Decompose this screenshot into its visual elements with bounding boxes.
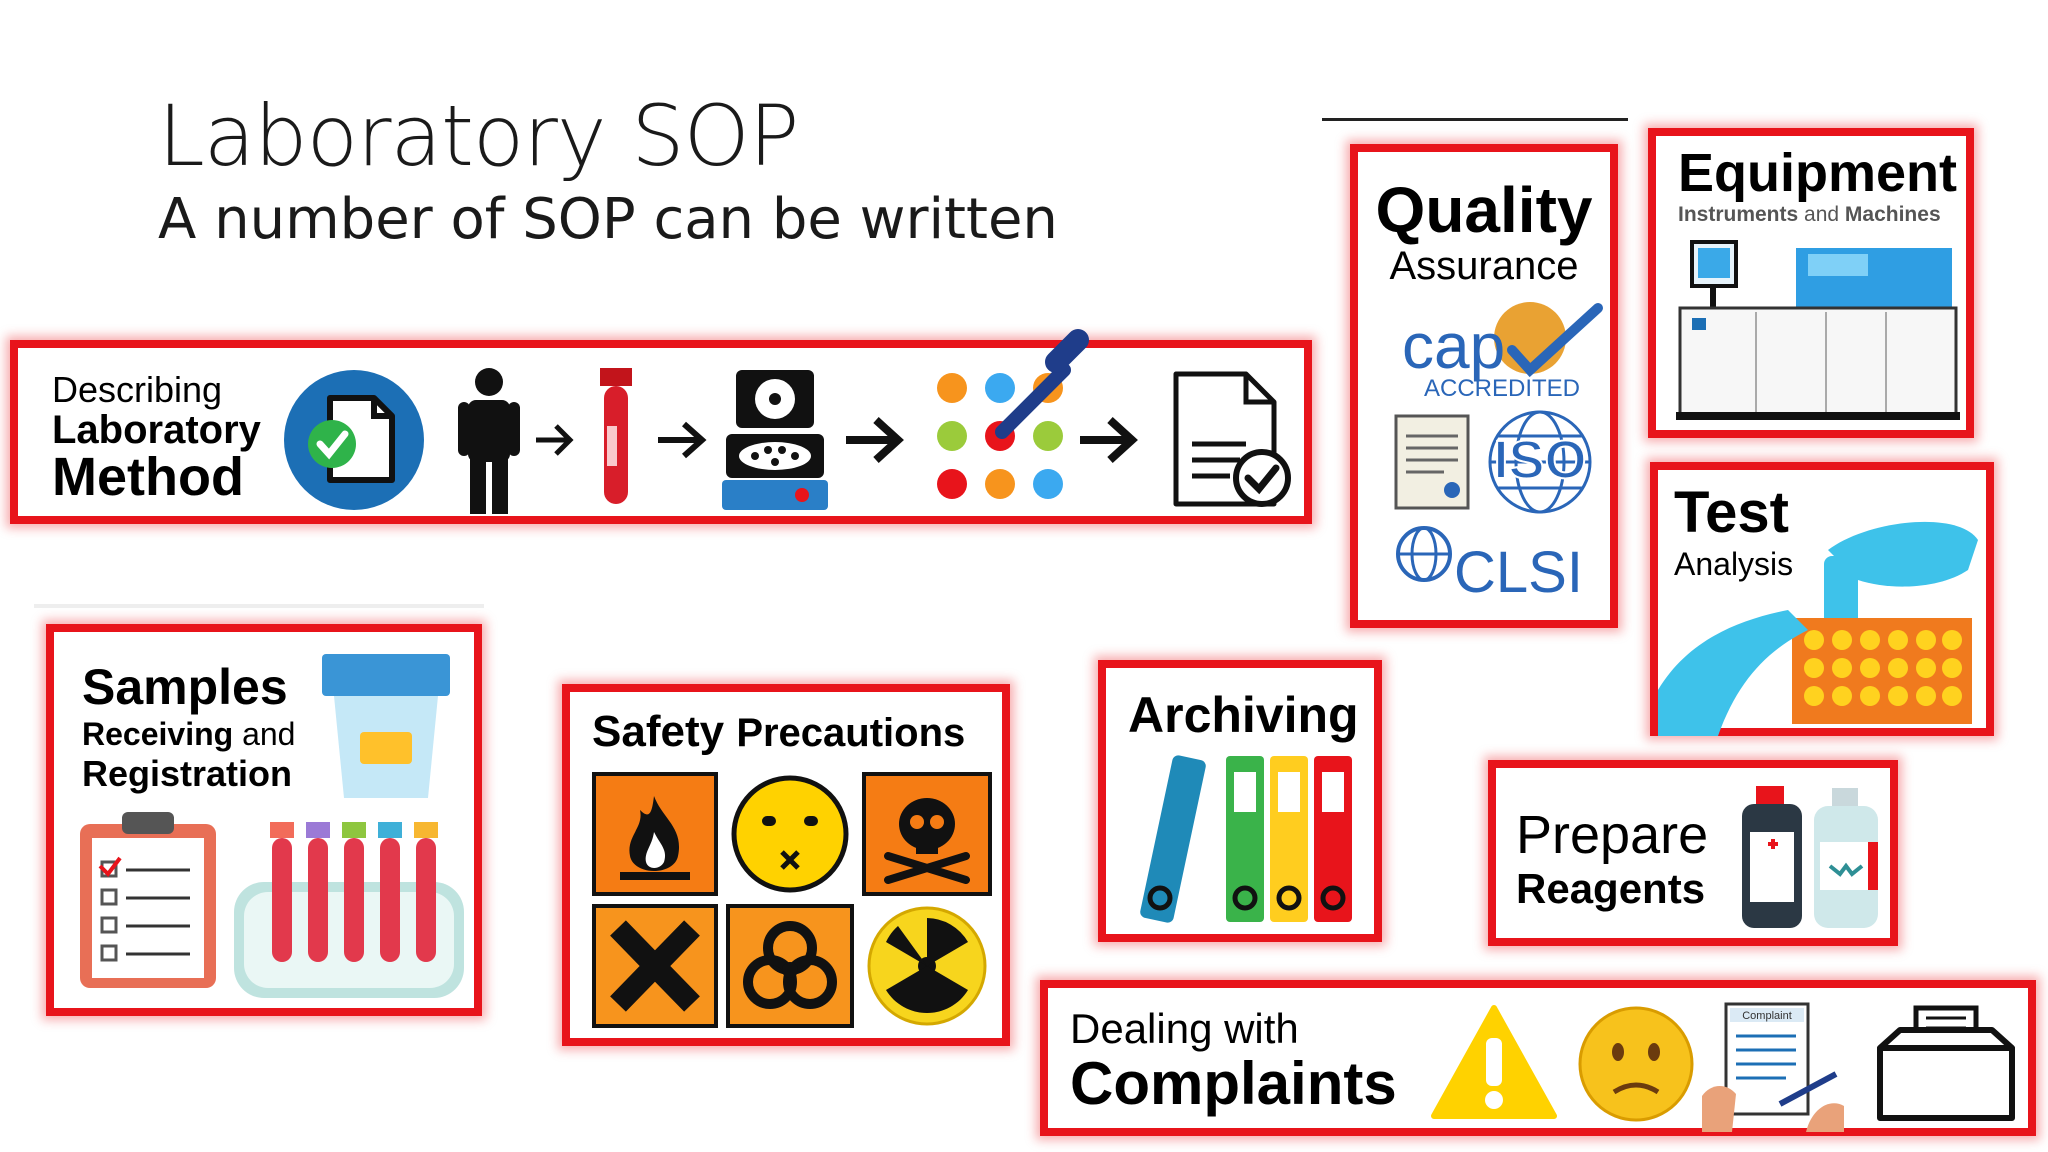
slide-title: Laboratory SOP bbox=[158, 87, 799, 185]
clipboard-icon bbox=[80, 812, 216, 988]
clsi-globe-icon: CLSI bbox=[1396, 526, 1583, 605]
iso-logo-text: ISO bbox=[1493, 430, 1586, 490]
warning-icon bbox=[1431, 1005, 1557, 1119]
cap-accredited-text: ACCREDITED bbox=[1424, 375, 1580, 402]
safety-line1: Safety Precautions bbox=[592, 710, 965, 754]
equipment-line2: Instruments and Machines bbox=[1678, 204, 1941, 225]
quality-card: Quality Assurance cap ACCREDITED ISO CLS… bbox=[1350, 144, 1618, 628]
document-check-icon bbox=[284, 370, 424, 510]
sad-face-icon bbox=[1578, 1006, 1694, 1122]
complaints-line1: Dealing with bbox=[1070, 1005, 1299, 1052]
equipment-line2b: and bbox=[1804, 203, 1840, 226]
radiation-icon bbox=[867, 906, 987, 1026]
equipment-line2c: Machines bbox=[1844, 203, 1941, 226]
cap-logo-icon: cap ACCREDITED bbox=[1402, 302, 1603, 402]
method-line2: Laboratory bbox=[52, 408, 261, 452]
safety-line1b: Precautions bbox=[736, 711, 966, 755]
faint-divider bbox=[34, 604, 484, 608]
skull-icon bbox=[862, 772, 992, 896]
dots-pipette-icon bbox=[937, 329, 1089, 499]
reagents-line1: Prepare bbox=[1516, 805, 1709, 865]
archiving-card: Archiving bbox=[1098, 660, 1382, 942]
complaints-card: Dealing with Complaints Complaint bbox=[1040, 980, 2036, 1136]
harmful-x-icon bbox=[592, 904, 718, 1028]
reagents-card: Prepare Reagents bbox=[1488, 760, 1898, 946]
method-line1: Describing bbox=[52, 369, 223, 410]
safety-line1a: Safety bbox=[592, 707, 725, 756]
test-tube-rack-icon bbox=[234, 822, 464, 998]
arrow-icon bbox=[1080, 417, 1138, 463]
report-check-icon bbox=[1173, 371, 1291, 507]
quality-line2: Assurance bbox=[1389, 244, 1579, 288]
analyzer-machine-icon bbox=[1676, 240, 1960, 420]
samples-line3: Registration bbox=[82, 753, 293, 794]
slide-subtitle: A number of SOP can be written bbox=[158, 187, 1058, 252]
samples-line2a: Receiving bbox=[82, 716, 234, 752]
arrow-icon bbox=[846, 417, 904, 463]
binders-icon bbox=[1140, 755, 1352, 923]
test-card: Test Analysis bbox=[1650, 462, 1994, 736]
blood-tube-icon bbox=[600, 368, 632, 504]
archiving-line1: Archiving bbox=[1128, 687, 1359, 743]
complaint-form-label: Complaint bbox=[1742, 1010, 1792, 1022]
method-card: Describing Laboratory Method bbox=[10, 329, 1312, 524]
samples-line2b: and bbox=[242, 716, 296, 752]
flammable-icon bbox=[592, 772, 718, 896]
reagent-bottles-icon bbox=[1742, 786, 1878, 928]
reagents-line2: Reagents bbox=[1516, 865, 1706, 912]
equipment-line1: Equipment bbox=[1678, 143, 1957, 203]
biohazard-icon bbox=[726, 904, 854, 1028]
test-line1: Test bbox=[1674, 480, 1789, 545]
safety-card: Safety Precautions bbox=[562, 684, 1010, 1046]
arrow-icon bbox=[536, 424, 574, 456]
person-icon bbox=[458, 368, 520, 514]
certificate-icon bbox=[1394, 414, 1470, 510]
urine-cup-icon bbox=[322, 654, 450, 798]
iso-globe-icon: ISO bbox=[1488, 410, 1592, 514]
complaints-line2: Complaints bbox=[1070, 1050, 1397, 1117]
centrifuge-icon bbox=[722, 370, 828, 510]
equipment-card: Equipment Instruments and Machines bbox=[1648, 128, 1974, 438]
samples-line1: Samples bbox=[82, 659, 288, 715]
arrow-icon bbox=[658, 421, 707, 459]
suggestion-box-icon bbox=[1877, 1005, 2015, 1121]
toxic-face-icon bbox=[731, 775, 849, 893]
samples-line2: Receiving and bbox=[82, 718, 295, 750]
method-line3: Method bbox=[52, 447, 244, 507]
top-divider bbox=[1322, 118, 1628, 121]
test-line2: Analysis bbox=[1674, 546, 1794, 582]
quality-line1: Quality bbox=[1375, 174, 1593, 246]
samples-card: Samples Receiving and Registration bbox=[46, 624, 482, 1016]
complaint-form-icon: Complaint bbox=[1702, 1002, 1844, 1132]
equipment-line2a: Instruments bbox=[1678, 203, 1799, 226]
cap-logo-text: cap bbox=[1402, 310, 1505, 382]
clsi-logo-text: CLSI bbox=[1454, 540, 1583, 605]
pipette-hand-icon bbox=[1658, 521, 1978, 736]
